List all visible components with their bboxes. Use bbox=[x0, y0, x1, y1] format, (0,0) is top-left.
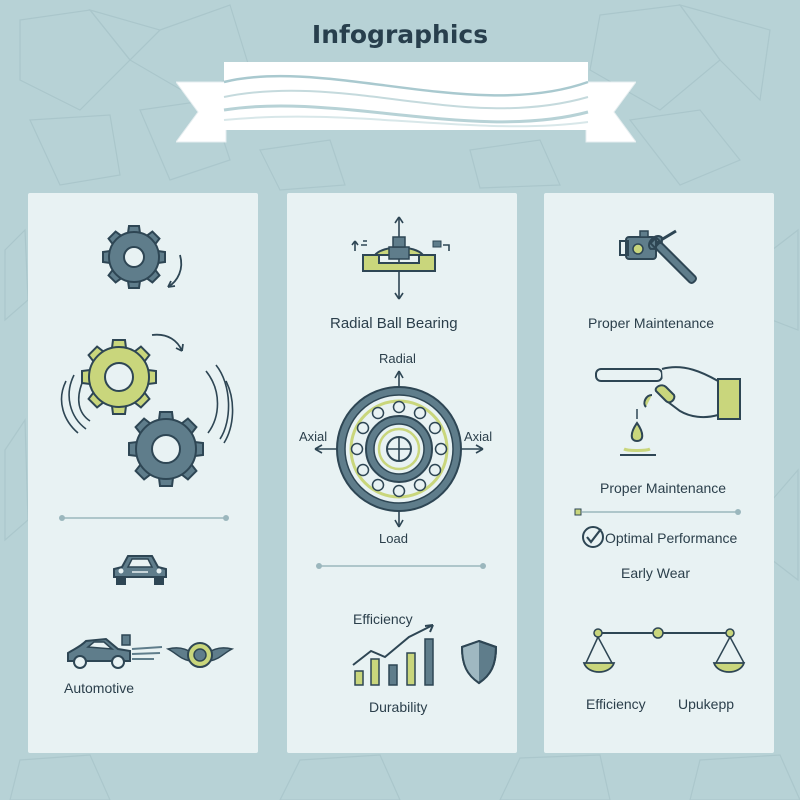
automotive-label: Automotive bbox=[64, 680, 135, 696]
optimal-performance-label: Optimal Performance bbox=[605, 530, 738, 546]
ribbon-banner bbox=[176, 62, 636, 143]
hand-oil-drop-icon bbox=[595, 366, 741, 456]
bearing-cross-section-icon bbox=[351, 216, 450, 300]
gear-icon bbox=[102, 225, 183, 289]
meshing-gears-icon bbox=[60, 333, 234, 487]
car-icon bbox=[113, 555, 167, 585]
page-title: Infographics bbox=[311, 20, 489, 49]
load-label: Load bbox=[379, 531, 408, 546]
bearing-panel: Radial Ball Bearing Radial Axial Axial L… bbox=[287, 193, 517, 753]
winged-emblem-icon bbox=[165, 642, 235, 668]
ball-bearing-icon bbox=[314, 370, 484, 528]
oil-can-wrench-icon bbox=[619, 229, 697, 284]
efficiency-label: Efficiency bbox=[353, 611, 413, 627]
durability-label: Durability bbox=[369, 699, 428, 715]
checkmark-icon bbox=[582, 526, 604, 548]
proper-maintenance-label-2: Proper Maintenance bbox=[600, 480, 727, 496]
automotive-panel: Automotive bbox=[28, 193, 258, 753]
maintenance-panel: Proper Maintenance Proper Maintenance Op… bbox=[544, 193, 774, 753]
efficiency-label-right: Efficiency bbox=[586, 696, 646, 712]
radial-label: Radial bbox=[379, 351, 416, 366]
bearing-title: Radial Ball Bearing bbox=[330, 315, 458, 332]
divider bbox=[574, 508, 741, 516]
shield-icon bbox=[460, 639, 498, 685]
bar-chart-growth-icon bbox=[352, 624, 434, 686]
balance-scale-icon bbox=[582, 627, 746, 673]
early-wear-label: Early Wear bbox=[621, 565, 690, 581]
axial-right-label: Axial bbox=[464, 429, 493, 444]
axial-left-label: Axial bbox=[299, 429, 328, 444]
proper-maintenance-label: Proper Maintenance bbox=[588, 315, 715, 331]
divider bbox=[316, 563, 486, 569]
car-exhaust-icon bbox=[67, 634, 163, 669]
divider bbox=[59, 515, 229, 521]
upkeep-label: Upukepp bbox=[678, 696, 735, 712]
